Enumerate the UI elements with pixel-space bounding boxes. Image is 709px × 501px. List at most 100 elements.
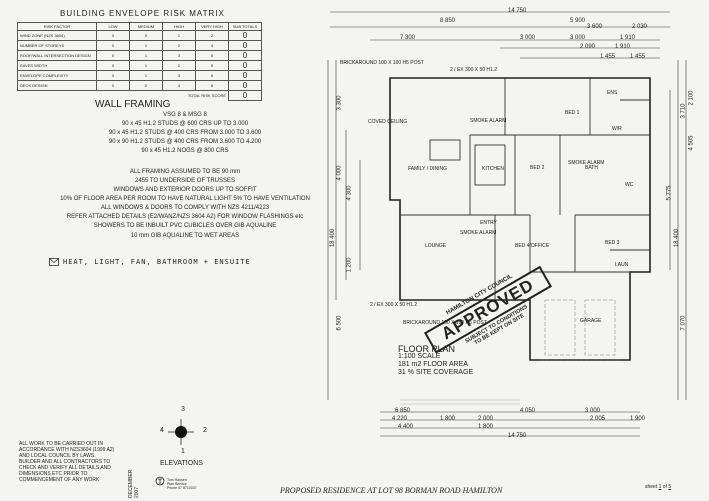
risk-cell: 5 — [195, 60, 229, 71]
risk-subtotal: 0 — [228, 70, 262, 81]
risk-cell: 1 — [129, 50, 163, 61]
smoke-alarm-label: SMOKE ALARM — [460, 230, 497, 236]
annotation: BRICKAROUND 100 X 100 H5 POST — [340, 60, 424, 66]
risk-header-cell: VERY HIGH — [195, 22, 229, 31]
company-service: Plan Service — [167, 482, 187, 486]
risk-cell: 4 — [195, 40, 229, 51]
risk-subtotal: 0 — [228, 60, 262, 71]
general-note-line: AND LOCAL COUNCIL BY LAWS. — [19, 453, 96, 459]
dimension-label: 5 900 — [570, 18, 586, 24]
framing-line: 90 x 45 H1.2 STUDS @ 400 CRS FROM 3.000 … — [108, 130, 262, 136]
dimension-label: 1 910 — [615, 44, 631, 50]
note-line: ALL FRAMING ASSUMED TO BE 90 mm — [129, 169, 241, 175]
dimension-label: 4 220 — [392, 416, 408, 422]
dimension-label: 2 100 — [688, 90, 695, 106]
risk-cell: 0 — [96, 70, 130, 81]
risk-cell: 0 — [96, 30, 130, 41]
risk-cell: 2 — [162, 40, 196, 51]
elevation-number: 2 — [203, 427, 207, 434]
ceiling-note: COVED CEILING — [368, 119, 408, 125]
dimension-label: 4 000 — [336, 165, 343, 181]
risk-cell: 2 — [129, 80, 163, 91]
dimension-label: 3 710 — [680, 103, 687, 119]
dimension-label: 3 600 — [587, 24, 603, 30]
risk-subtotal: 0 — [228, 80, 262, 91]
dimension-label: 1 200 — [346, 257, 353, 273]
risk-cell: 3 — [162, 50, 196, 61]
dimension-label: 14 750 — [508, 433, 527, 439]
risk-cell: 1 — [129, 70, 163, 81]
risk-total-row: TOTAL RISK SCORE 0 — [18, 90, 262, 101]
dimension-label: 2 030 — [632, 24, 648, 30]
room-label: BED 3 — [605, 240, 620, 246]
dimension-label: 4 300 — [346, 185, 353, 201]
floor-plan-coverage: 31 % SITE COVERAGE — [398, 369, 474, 376]
risk-header-cell: SUB TOTALS — [228, 22, 262, 31]
elevation-number: 4 — [160, 427, 164, 434]
framing-line: 90 x 45 H1.2 NOGS @ 800 CRS — [141, 148, 229, 154]
room-label: GARAGE — [580, 318, 602, 324]
risk-cell: 2 — [162, 60, 196, 71]
general-note-line: ACCORDANCE WITH NZS3604 (1999 A2) — [19, 447, 115, 453]
risk-cell: 0 — [96, 40, 130, 51]
dimension-label: 2 000 — [478, 416, 494, 422]
general-note-line: ALL WORK TO BE CARRIED OUT IN — [19, 441, 103, 447]
risk-label: ENVELOPE COMPLEXITY — [17, 70, 97, 81]
dimension-label: 1 455 — [600, 54, 616, 60]
risk-cell: 6 — [195, 70, 229, 81]
annotation: 2 / EX 300 X 50 H1.2 — [450, 67, 497, 73]
dimension-label: 7 300 — [400, 35, 416, 41]
elevations-label: ELEVATIONS — [160, 460, 203, 467]
risk-cell: 3 — [162, 70, 196, 81]
risk-row: ROOF/WALL INTERSECTION DESIGN 0 1 3 5 0 — [17, 50, 262, 61]
dimension-label: 1 455 — [630, 54, 646, 60]
risk-matrix-title: BUILDING ENVELOPE RISK MATRIX — [60, 9, 225, 18]
dimension-label: 2 005 — [590, 416, 606, 422]
room-label: LAUN — [615, 262, 629, 268]
risk-cell: 0 — [129, 30, 163, 41]
risk-label: WIND ZONE (NZS 3604) — [17, 30, 97, 41]
room-label: BATH — [585, 165, 598, 171]
dimension-label: 4 505 — [688, 135, 695, 151]
company-block: Tom Hansen Plan Service Phone 07 8710337 — [167, 478, 197, 490]
note-line: REFER ATTACHED DETAILS (E2/WANZ/NZS 3604… — [66, 214, 304, 220]
risk-total: 0 — [228, 90, 262, 101]
mail-checkbox-icon — [49, 258, 59, 266]
floor-plan-scale: 1:100 SCALE — [398, 353, 441, 360]
general-note-line: BUILDER AND ALL CONTRACTORS TO — [19, 459, 111, 465]
dimension-label: 18 400 — [674, 228, 681, 248]
dimension-label: 1 910 — [620, 35, 636, 41]
dimension-label: 1 800 — [478, 424, 494, 430]
risk-label: DECK DESIGN — [17, 80, 97, 91]
risk-row: NUMBER OF STOREYS 0 1 2 4 0 — [17, 40, 262, 51]
note-line: WINDOWS AND EXTERIOR DOORS UP TO SOFFIT — [113, 187, 257, 193]
floor-plan-label: FLOOR PLAN 1:100 SCALE 181 m2 FLOOR AREA… — [398, 345, 473, 377]
note-line: ALL WINDOWS & DOORS TO COMPLY WITH NZS 4… — [100, 205, 270, 211]
elevation-number: 1 — [181, 448, 185, 455]
risk-label: ROOF/WALL INTERSECTION DESIGN — [17, 50, 97, 61]
risk-cell: 0 — [96, 60, 130, 71]
risk-cell: 6 — [195, 80, 229, 91]
dimension-label: 2 090 — [580, 44, 596, 50]
floor-plan-drawing — [327, 11, 687, 437]
floor-plan-area: 181 m2 FLOOR AREA — [398, 361, 469, 368]
note-line: SHOWERS TO BE INBUILT PVC CUBICLES OVER … — [93, 223, 277, 229]
dimension-label: 3 000 — [570, 35, 586, 41]
room-label: BED 1 — [565, 110, 580, 116]
room-label: FAMILY / DINING — [408, 166, 447, 172]
risk-subtotal: 0 — [228, 50, 262, 61]
company-name: Tom Hansen — [167, 478, 187, 482]
risk-header-cell: MEDIUM — [129, 22, 163, 31]
framing-line: 90 x 90 H1.2 STUDS @ 400 CRS FROM 3.600 … — [108, 139, 262, 145]
risk-header-row: RISK FACTOR LOW MEDIUM HIGH VERY HIGH SU… — [17, 22, 262, 31]
drawing-title: PROPOSED RESIDENCE AT LOT 98 BORMAN ROAD… — [280, 486, 503, 495]
dimension-label: 6 500 — [336, 315, 343, 331]
dimension-label: 7 070 — [680, 315, 687, 331]
dimension-label: 4 400 — [398, 424, 414, 430]
note-line: 2455 TO UNDERSIDE OF TRUSSES — [134, 178, 236, 184]
risk-row: WIND ZONE (NZS 3604) 0 0 1 2 0 — [17, 30, 262, 41]
dimension-label: 8 850 — [440, 18, 456, 24]
risk-subtotal: 0 — [228, 30, 262, 41]
compass-icon — [168, 419, 194, 445]
handwritten-note: HEAT, LIGHT, FAN, BATHROOM + ENSUITE — [63, 258, 251, 266]
